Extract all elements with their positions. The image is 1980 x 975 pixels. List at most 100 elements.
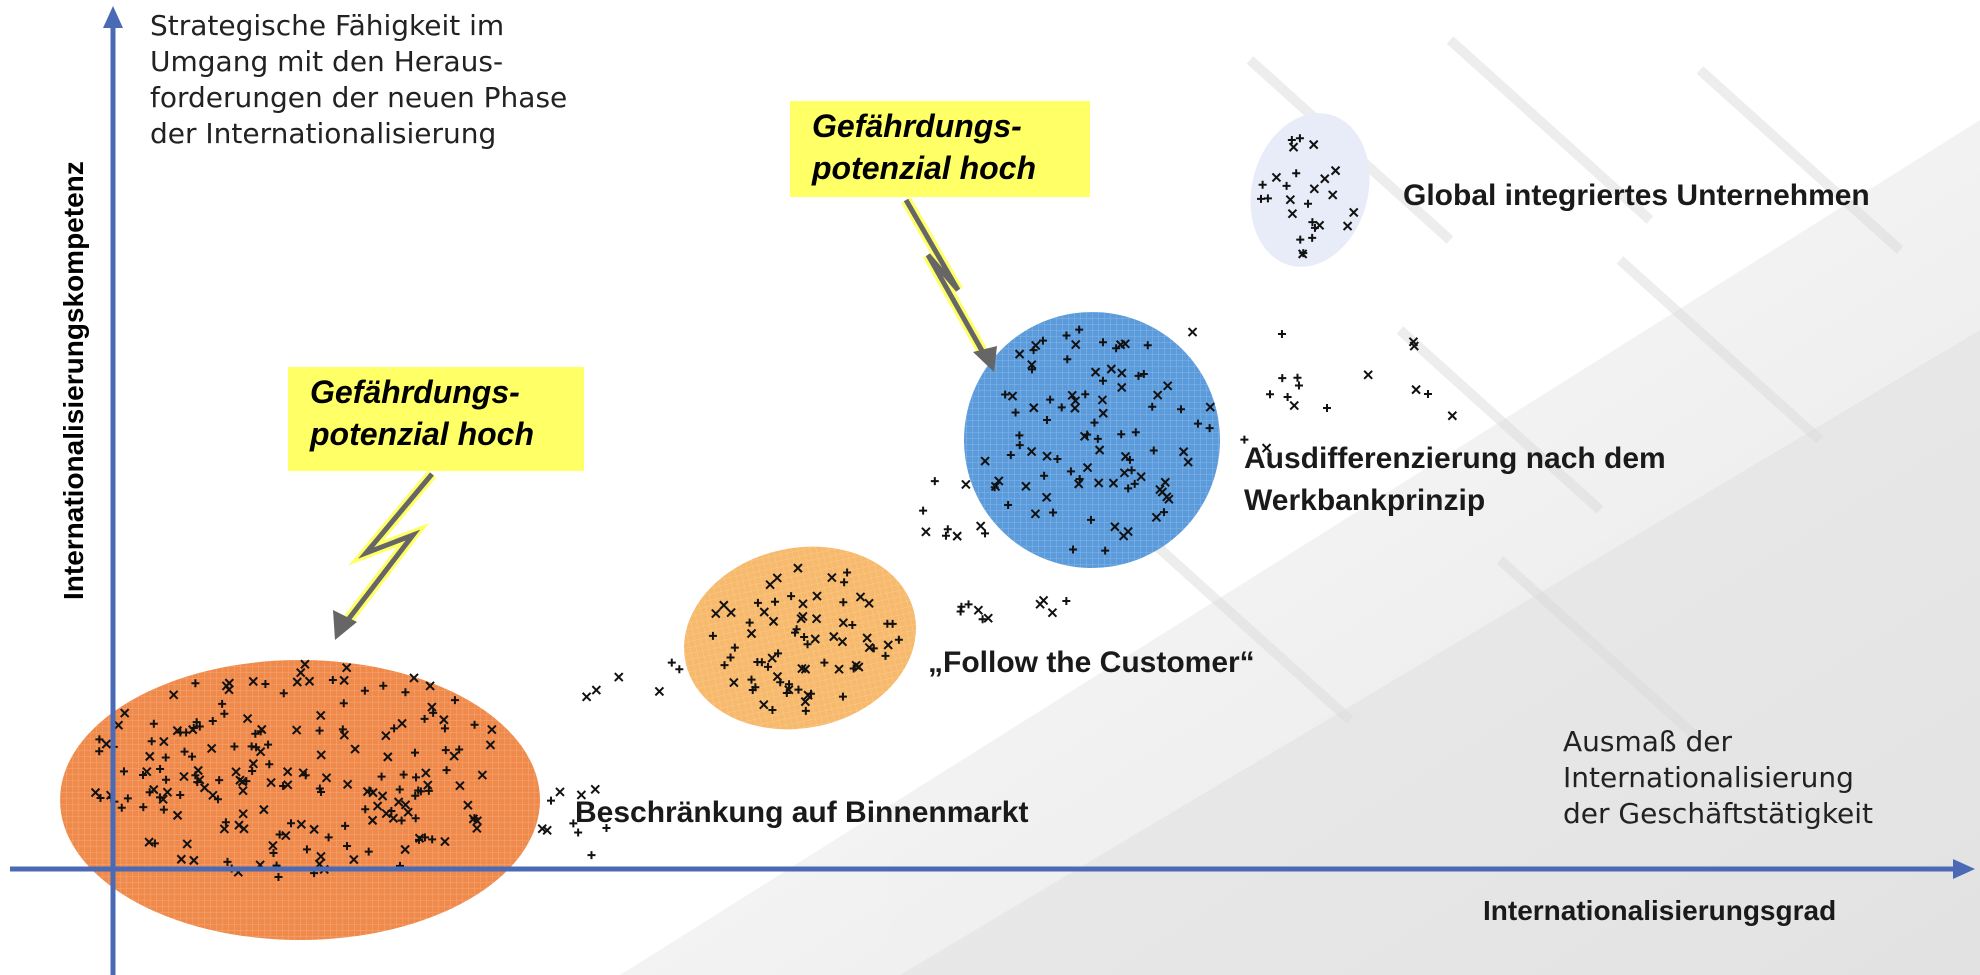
scatter-marker — [765, 579, 775, 590]
scatter-marker — [1342, 221, 1353, 231]
scatter-marker — [119, 708, 130, 718]
scatter-marker — [427, 702, 437, 712]
scatter-marker — [450, 696, 459, 705]
scatter-marker — [309, 824, 319, 835]
scatter-marker — [1408, 337, 1419, 347]
scatter-marker — [764, 662, 773, 671]
scatter-marker — [1071, 339, 1081, 350]
scatter-marker — [377, 772, 386, 781]
scatter-marker — [1447, 411, 1458, 421]
scatter-marker — [213, 795, 222, 804]
warning-line: potenzial hoch — [812, 150, 1036, 186]
scatter-marker — [1099, 338, 1108, 347]
scatter-marker — [1015, 431, 1024, 440]
scatter-marker — [339, 675, 349, 686]
scatter-marker — [248, 758, 259, 769]
scatter-marker — [1070, 396, 1081, 406]
scatter-marker — [410, 748, 419, 757]
scatter-marker — [188, 752, 197, 761]
scatter-marker — [768, 616, 779, 627]
scatter-marker — [388, 813, 399, 823]
stage-label-line: Ausdifferenzierung nach dem — [1244, 442, 1666, 475]
scatter-marker — [1277, 330, 1286, 339]
scatter-marker — [1139, 369, 1148, 378]
scatter-marker — [574, 828, 583, 837]
scatter-marker — [654, 686, 665, 697]
scatter-marker — [1079, 431, 1090, 442]
scatter-marker — [569, 819, 578, 828]
scatter-marker — [180, 747, 189, 756]
scatter-marker — [423, 780, 433, 790]
scatter-marker — [1029, 403, 1039, 413]
scatter-marker — [199, 783, 210, 793]
scatter-marker — [360, 686, 369, 695]
scatter-marker — [803, 640, 812, 649]
scatter-marker — [231, 767, 241, 777]
scatter-marker — [455, 745, 464, 754]
scatter-marker — [248, 676, 258, 687]
scatter-marker — [316, 851, 326, 862]
scatter-marker — [219, 824, 230, 834]
scatter-marker — [1069, 545, 1078, 554]
scatter-marker — [428, 835, 437, 844]
scatter-marker — [412, 773, 421, 782]
scatter-marker — [1283, 393, 1292, 402]
scatter-marker — [1117, 368, 1127, 378]
scatter-marker — [397, 718, 407, 729]
scatter-marker — [1308, 233, 1317, 242]
scatter-marker — [1073, 479, 1084, 489]
y-axis-description-line: Umgang mit den Heraus- — [150, 45, 504, 78]
scatter-marker — [208, 790, 218, 801]
scatter-marker — [176, 791, 185, 800]
scatter-marker — [1119, 468, 1130, 478]
scatter-marker — [555, 787, 565, 797]
scatter-marker — [1007, 391, 1018, 401]
scatter-marker — [787, 592, 796, 601]
scatter-marker — [95, 735, 104, 744]
scatter-marker — [1098, 408, 1108, 418]
scatter-marker — [1038, 336, 1047, 345]
scatter-marker — [537, 824, 547, 834]
scatter-marker — [206, 743, 217, 754]
background-keyboard-image — [620, 36, 1980, 975]
scatter-marker — [395, 785, 404, 794]
x-axis — [10, 859, 1975, 879]
scatter-marker — [848, 621, 857, 630]
scatter-marker — [300, 659, 310, 669]
scatter-marker — [1123, 526, 1133, 537]
scatter-marker — [440, 724, 449, 733]
scatter-marker — [339, 730, 350, 740]
scatter-marker — [338, 725, 347, 734]
scatter-marker — [943, 525, 952, 534]
scatter-marker — [1257, 194, 1265, 203]
scatter-marker — [400, 800, 411, 810]
stage-label-line: Werkbankprinzip — [1244, 484, 1486, 517]
scatter-marker — [1363, 370, 1373, 380]
y-axis-description-line: forderungen der neuen Phase — [150, 81, 568, 114]
x-axis-description: Ausmaß der Internationalisierung der Ges… — [1563, 724, 1873, 832]
scatter-marker — [113, 720, 124, 730]
scatter-marker — [864, 598, 874, 608]
stage-label-follow: „Follow the Customer“ — [928, 642, 1255, 684]
scatter-marker — [1067, 390, 1077, 401]
scatter-marker — [1323, 404, 1332, 413]
scatter-marker — [421, 768, 431, 778]
scatter-marker — [1046, 395, 1055, 404]
scatter-marker — [1288, 142, 1299, 152]
scatter-marker — [810, 634, 820, 644]
scatter-marker — [864, 642, 875, 653]
scatter-marker — [283, 780, 293, 790]
scatter-marker — [1101, 546, 1110, 555]
scatter-marker — [242, 713, 253, 724]
scatter-marker — [257, 724, 267, 735]
scatter-marker — [193, 778, 202, 787]
scatter-marker — [341, 662, 352, 673]
scatter-marker — [195, 722, 204, 731]
scatter-marker — [1164, 494, 1174, 504]
scatter-marker — [162, 775, 171, 784]
scatter-marker — [1287, 136, 1296, 145]
scatter-marker — [711, 608, 721, 619]
scatter-marker — [1049, 508, 1058, 517]
scatter-marker — [234, 820, 244, 830]
scatter-marker — [315, 726, 324, 735]
